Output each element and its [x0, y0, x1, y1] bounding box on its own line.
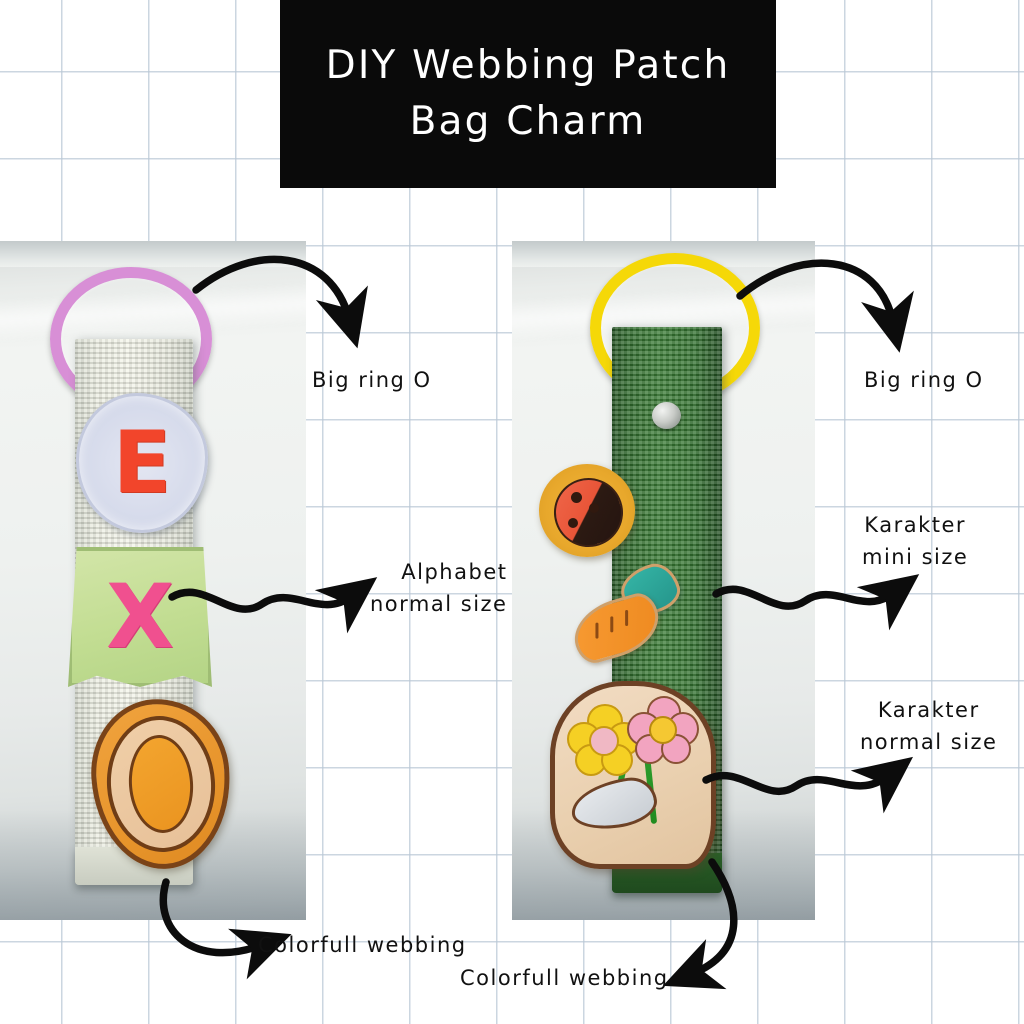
title-line-1: DIY Webbing Patch — [325, 42, 731, 88]
flower-yellow — [567, 704, 641, 776]
annotation-big-ring-right: Big ring O — [864, 368, 984, 392]
annotation-alphabet-line-2: normal size — [370, 591, 508, 616]
annotation-alphabet-line-1: Alphabet — [401, 560, 508, 584]
photo-right-keychain: oo — [512, 241, 815, 920]
patch-letter-o-core — [125, 732, 197, 836]
ladybug-dot — [570, 491, 582, 503]
annotation-karakter-mini-line-2: mini size — [862, 544, 969, 569]
title-plaque: DIY Webbing Patch Bag Charm — [280, 0, 776, 188]
patch-ladybug — [539, 464, 635, 557]
ladybug-dot — [588, 503, 599, 514]
patch-letter-e-glyph: E — [112, 413, 172, 513]
annotation-karakter-normal-line-1: Karakter — [877, 698, 980, 722]
photo-left-keychain: E X oo — [0, 241, 306, 920]
annotation-karakter-normal-line-2: normal size — [860, 729, 998, 754]
annotation-webbing-left: Colorfull webbing — [258, 933, 467, 957]
annotation-karakter-normal: Karakter normal size — [860, 695, 997, 758]
ladybug-body — [545, 468, 633, 557]
flower-center — [589, 726, 619, 756]
annotation-karakter-mini-line-1: Karakter — [864, 513, 967, 537]
annotation-big-ring-left: Big ring O — [312, 368, 432, 392]
carrot-line — [595, 622, 599, 639]
patch-letter-o-ring — [102, 712, 220, 856]
patch-letter-x: X — [68, 547, 212, 687]
patch-flowers — [550, 681, 716, 869]
annotation-webbing-right: Colorfull webbing — [460, 966, 669, 990]
flower-leaf-white — [568, 774, 660, 834]
patch-letter-e: E — [76, 393, 208, 533]
title-line-2: Bag Charm — [409, 99, 647, 144]
ladybug-dot — [567, 517, 578, 528]
flower-pink — [627, 696, 699, 764]
flower-center — [649, 716, 677, 744]
annotation-alphabet: Alphabet normal size — [370, 557, 507, 620]
annotation-karakter-mini: Karakter mini size — [862, 510, 968, 573]
patch-letter-x-glyph: X — [106, 565, 174, 668]
carrot-line — [625, 609, 629, 626]
snap-rivet — [652, 402, 681, 429]
carrot-line — [610, 616, 614, 633]
